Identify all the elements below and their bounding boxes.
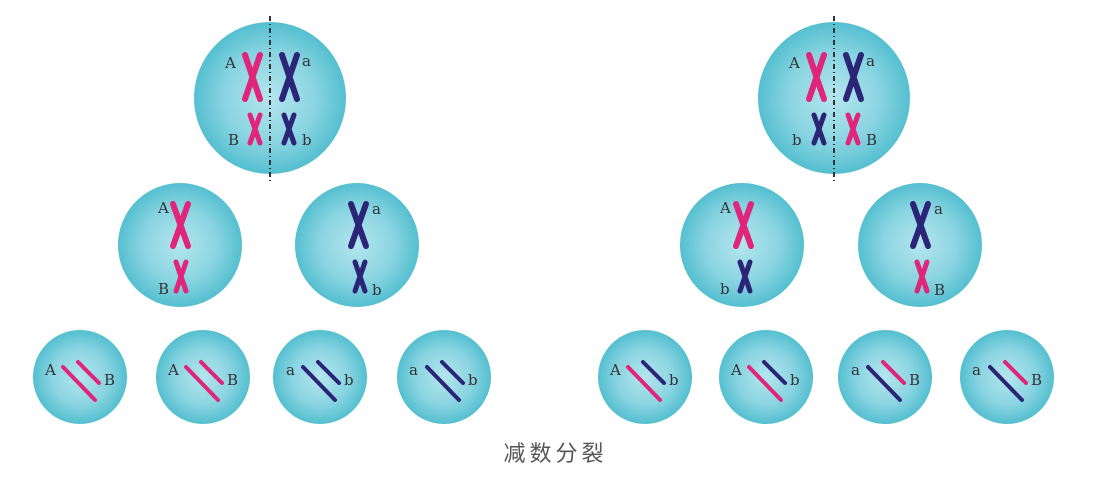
allele-label: b xyxy=(372,281,382,299)
cell-body xyxy=(858,183,982,307)
allele-label: A xyxy=(788,54,800,72)
right-gamete-3: a B xyxy=(838,330,932,424)
right-gamete-2: A b xyxy=(719,330,813,424)
cell-body xyxy=(118,183,242,307)
cell-body xyxy=(758,22,910,174)
allele-label: B xyxy=(158,280,169,298)
right-daughter-cell-2: a B xyxy=(858,183,982,307)
diagram-caption: 减数分裂 xyxy=(503,442,608,467)
allele-label: B xyxy=(228,131,239,149)
allele-label: B xyxy=(104,371,115,389)
chromosome-large-maternal xyxy=(170,201,191,249)
allele-label: b xyxy=(790,371,800,389)
allele-label: b xyxy=(669,371,679,389)
cell-body xyxy=(838,330,932,424)
chromosome-small-paternal xyxy=(281,112,297,146)
chromosome-large-paternal xyxy=(910,201,931,249)
allele-label: b xyxy=(468,371,478,389)
left-gamete-2: A B xyxy=(156,330,250,424)
cell-body xyxy=(273,330,367,424)
right-gamete-1: A b xyxy=(598,330,692,424)
right-parent-cell: A a b B xyxy=(758,16,910,182)
allele-label: a xyxy=(934,200,943,218)
chromosome-small-maternal xyxy=(173,259,189,294)
left-gamete-4: a b xyxy=(397,330,491,424)
chromosome-large-paternal xyxy=(279,52,300,102)
allele-label: a xyxy=(302,52,311,70)
cell-body xyxy=(397,330,491,424)
allele-label: A xyxy=(44,361,56,379)
allele-label: B xyxy=(1031,371,1042,389)
allele-label: A xyxy=(167,361,179,379)
cell-body xyxy=(156,330,250,424)
chromosome-long-maternal xyxy=(61,365,97,402)
allele-label: B xyxy=(227,371,238,389)
chromosome-long-paternal xyxy=(301,365,337,402)
chromosome-small-maternal xyxy=(845,112,861,146)
cell-body xyxy=(680,183,804,307)
chromosome-short-maternal xyxy=(76,360,101,385)
cell-body xyxy=(719,330,813,424)
chromosome-small-paternal xyxy=(352,259,368,294)
left-gamete-3: a b xyxy=(273,330,367,424)
allele-label: b xyxy=(720,280,730,298)
allele-label: b xyxy=(792,131,802,149)
cell-body xyxy=(295,183,419,307)
allele-label: A xyxy=(719,199,731,217)
allele-label: a xyxy=(409,361,418,379)
chromosome-short-maternal xyxy=(881,360,906,385)
allele-label: b xyxy=(302,131,312,149)
chromosome-long-paternal xyxy=(425,365,461,402)
chromosome-long-paternal xyxy=(866,365,902,402)
right-daughter-cell-1: A b xyxy=(680,183,804,307)
chromosome-long-maternal xyxy=(184,365,220,402)
chromosome-short-maternal xyxy=(1003,360,1028,385)
allele-label: a xyxy=(286,361,295,379)
chromosome-large-maternal xyxy=(733,201,754,249)
allele-label: b xyxy=(344,371,354,389)
chromosome-short-paternal xyxy=(316,360,341,385)
chromosome-small-maternal xyxy=(247,112,263,146)
allele-label: B xyxy=(909,371,920,389)
left-gamete-1: A B xyxy=(33,330,127,424)
left-daughter-cell-1: A B xyxy=(118,183,242,307)
left-daughter-cell-2: a b xyxy=(295,183,419,307)
allele-label: A xyxy=(730,361,742,379)
left-parent-cell: A a B b xyxy=(194,16,346,182)
cell-body xyxy=(194,22,346,174)
chromosome-long-maternal xyxy=(626,365,662,402)
chromosome-large-maternal xyxy=(806,52,827,102)
allele-label: a xyxy=(866,52,875,70)
chromosome-large-paternal xyxy=(348,201,369,249)
right-gamete-4: a B xyxy=(960,330,1054,424)
cell-body xyxy=(960,330,1054,424)
chromosome-small-maternal xyxy=(914,259,930,294)
chromosome-large-maternal xyxy=(242,52,263,102)
chromosome-short-paternal xyxy=(641,360,666,385)
allele-label: A xyxy=(157,199,169,217)
chromosome-small-paternal xyxy=(737,259,753,294)
chromosome-short-paternal xyxy=(762,360,787,385)
chromosome-large-paternal xyxy=(843,52,864,102)
chromosome-short-paternal xyxy=(440,360,465,385)
chromosome-short-maternal xyxy=(199,360,224,385)
allele-label: a xyxy=(972,361,981,379)
chromosome-small-paternal xyxy=(811,112,827,146)
allele-label: a xyxy=(372,200,381,218)
chromosome-long-paternal xyxy=(988,365,1024,402)
cell-body xyxy=(598,330,692,424)
allele-label: a xyxy=(851,361,860,379)
allele-label: A xyxy=(224,54,236,72)
allele-label: B xyxy=(866,131,877,149)
cell-body xyxy=(33,330,127,424)
allele-label: B xyxy=(934,281,945,299)
chromosome-long-maternal xyxy=(747,365,783,402)
allele-label: A xyxy=(609,361,621,379)
